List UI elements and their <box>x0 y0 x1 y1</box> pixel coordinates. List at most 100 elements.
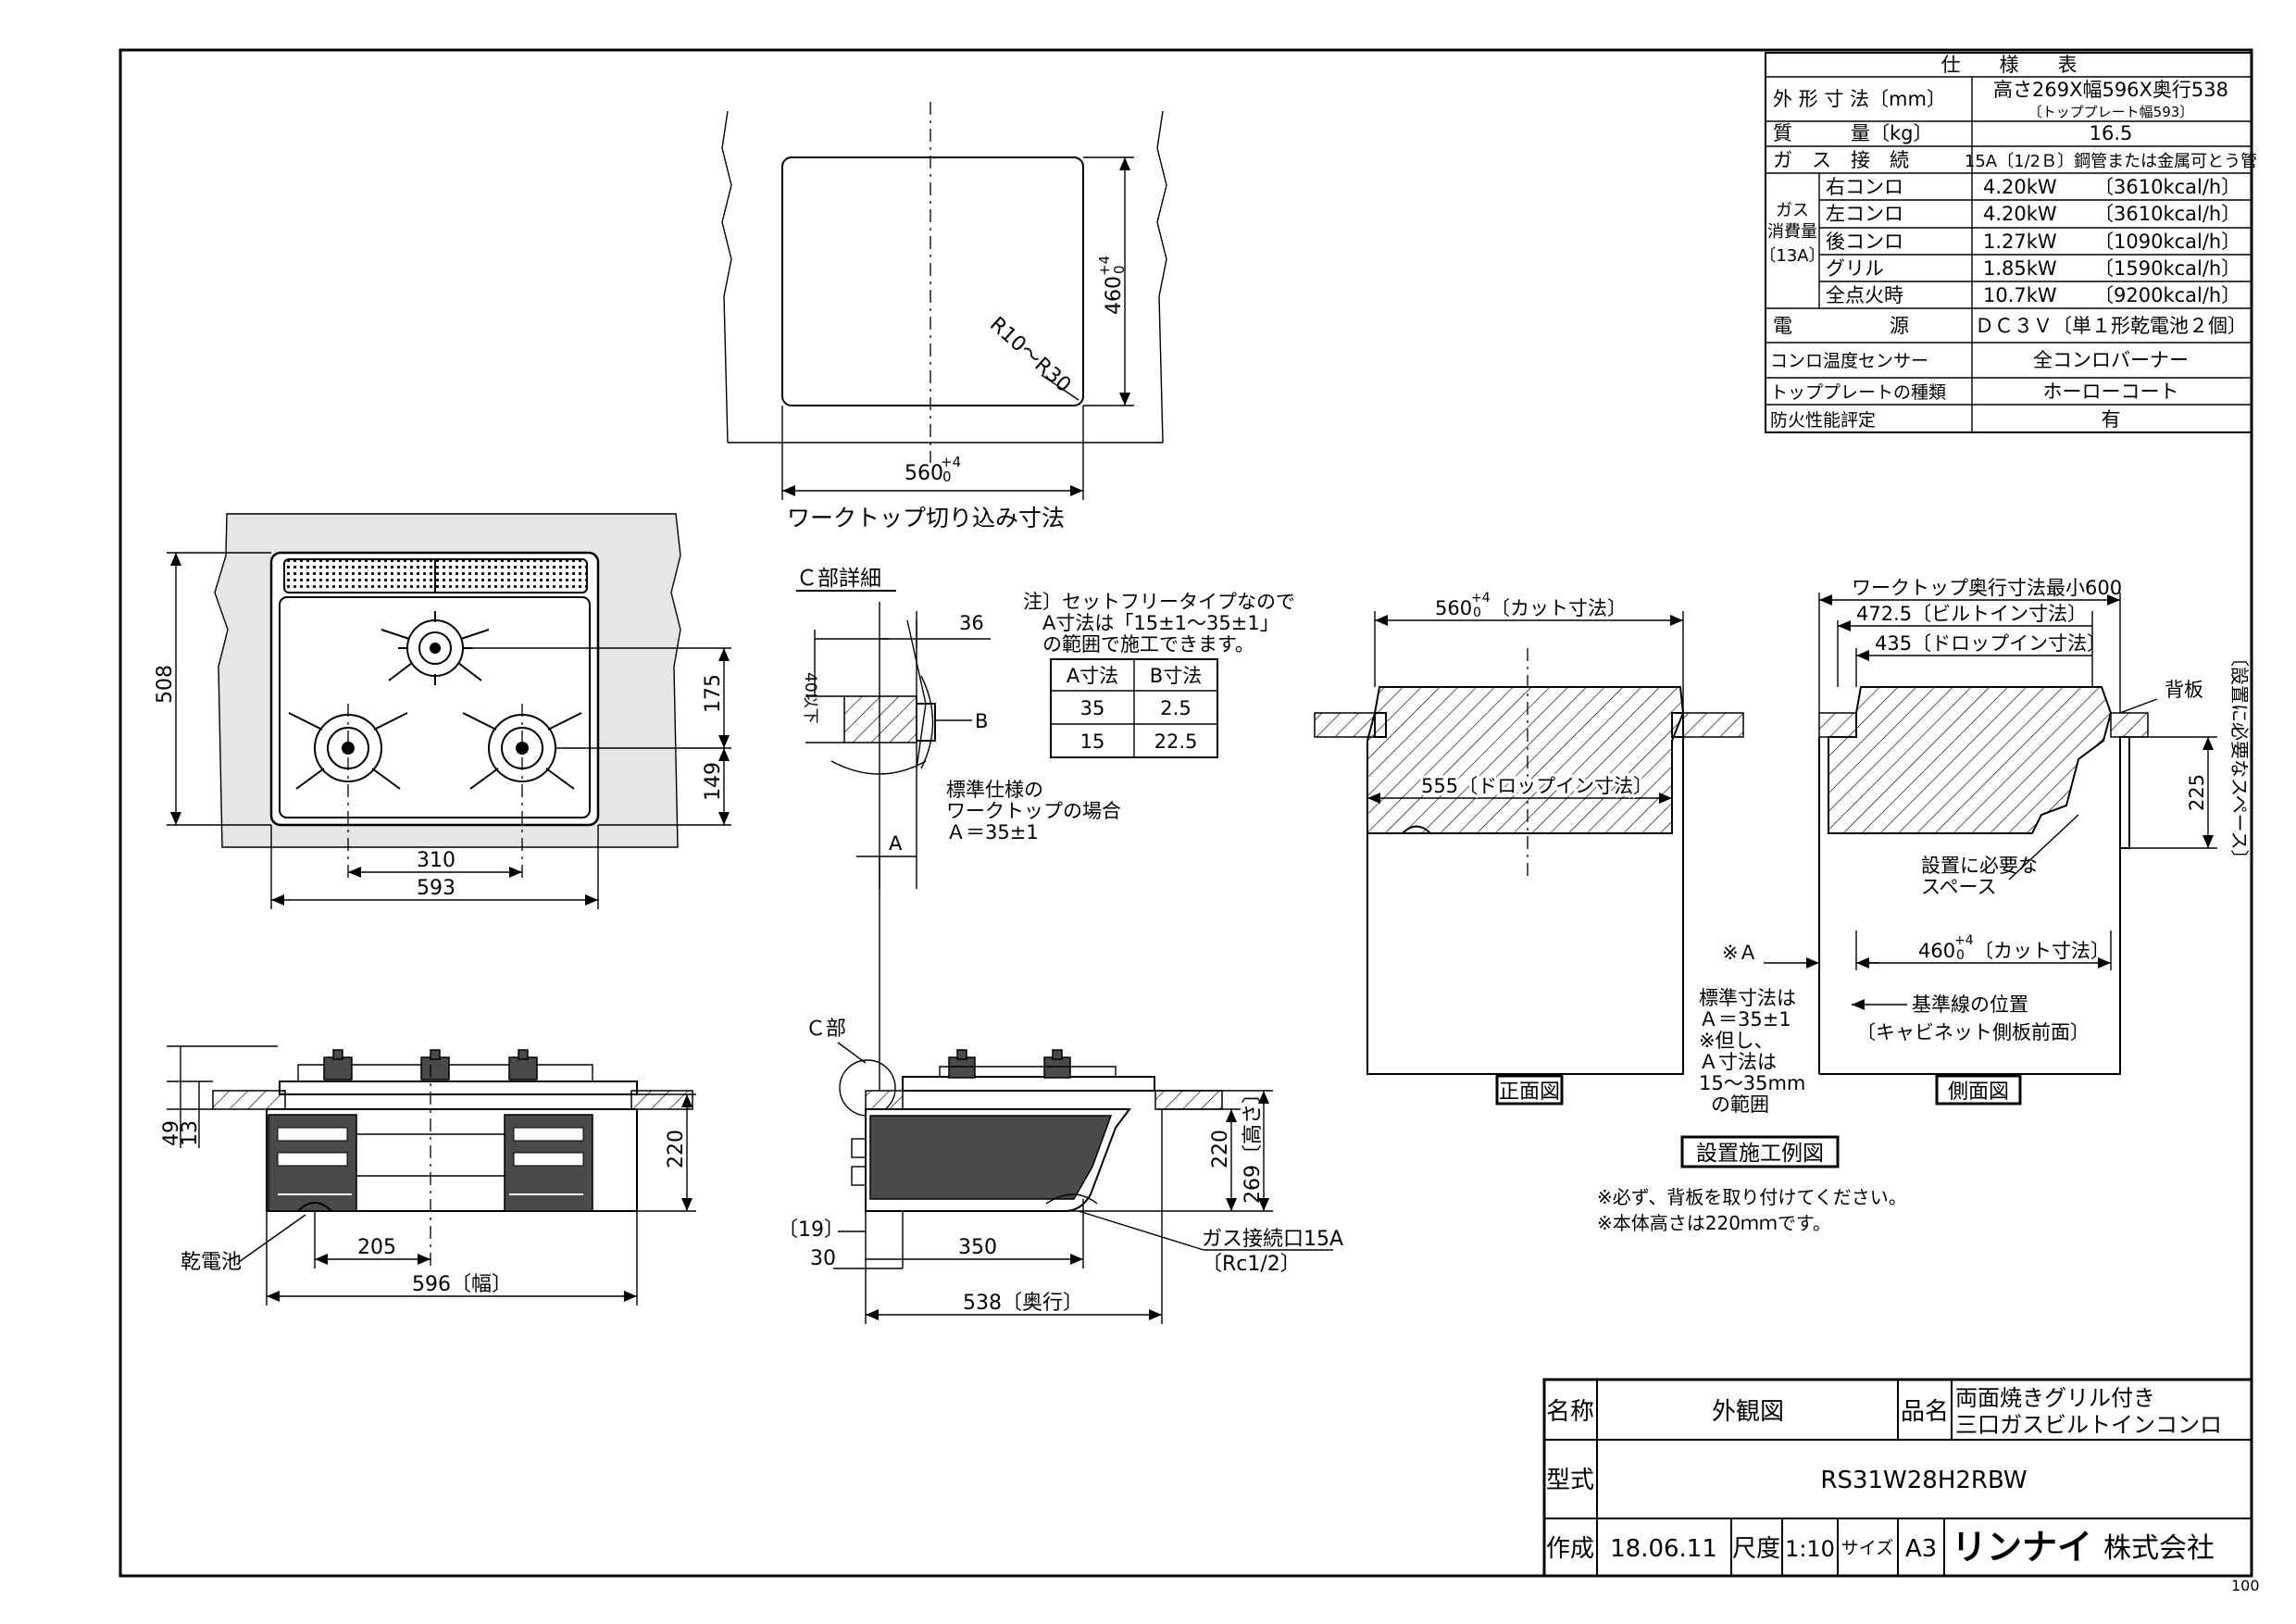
title-made-label: 作成 <box>1546 1535 1594 1563</box>
svg-text:標準仕様の: 標準仕様の <box>946 779 1043 801</box>
svg-text:ワークトップの場合: ワークトップの場合 <box>946 800 1121 822</box>
front-dim-49: 49 <box>160 1120 183 1146</box>
knob <box>948 1049 976 1079</box>
install-side-space-note: 〔設置に必要なスペース〕 <box>2228 648 2251 868</box>
svg-text:Ａ＝35±1: Ａ＝35±1 <box>1699 1008 1791 1031</box>
page-number: 100 <box>2231 1577 2260 1594</box>
title-name-value: 外観図 <box>1712 1398 1784 1426</box>
svg-text:0: 0 <box>1111 265 1128 274</box>
title-name-label: 名称 <box>1546 1398 1594 1426</box>
top-dim-175: 175 <box>702 674 725 713</box>
front-dim-13: 13 <box>179 1120 202 1146</box>
detail-dim-36: 36 <box>959 612 984 634</box>
install-front-label: 正面図 <box>1499 1081 1560 1104</box>
svg-text:0: 0 <box>1956 948 1965 963</box>
side-c-label: Ｃ部 <box>805 1018 846 1041</box>
title-product-line2: 三口ガスビルトインコンロ <box>1955 1412 2222 1438</box>
svg-text:の範囲で施工できます。: の範囲で施工できます。 <box>1023 633 1254 656</box>
side-view-small: Ｃ部 〔19〕 30 350 538〔奥行〕 22 <box>778 1018 1343 1324</box>
svg-text:10.7kW: 10.7kW <box>1983 284 2057 306</box>
svg-text:〔1590kcal/h〕: 〔1590kcal/h〕 <box>2094 257 2240 280</box>
note-backboard: ※必ず、背板を取り付けてください。 <box>1597 1186 1907 1208</box>
svg-text:左コンロ: 左コンロ <box>1826 203 1903 225</box>
install-front-dim-dropin: 555〔ドロップイン寸法〕 <box>1421 775 1653 797</box>
detail-c-title: Ｃ部詳細 <box>796 567 881 591</box>
spec-label-topplate: トッププレートの種類 <box>1770 382 1946 403</box>
mark-a: ※Ａ <box>1722 942 1758 964</box>
install-side-dim-cut: 460 <box>1918 940 1955 962</box>
svg-text:グリル: グリル <box>1826 257 1884 280</box>
company-suffix: 株式会社 <box>2103 1532 2215 1565</box>
gas-row: グリル 1.85kW 〔1590kcal/h〕 <box>1826 257 2240 280</box>
svg-text:全点火時: 全点火時 <box>1826 284 1903 306</box>
svg-text:右コンロ: 右コンロ <box>1826 176 1903 198</box>
knob <box>323 1049 353 1081</box>
svg-text:標準寸法は: 標準寸法は <box>1699 987 1796 1009</box>
std-note: 標準寸法は Ａ＝35±1 ※但し、 Ａ寸法は 15～35mm の範囲 <box>1699 987 1805 1116</box>
front-dim-205: 205 <box>357 1236 396 1259</box>
gas-row: 左コンロ 4.20kW 〔3610kcal/h〕 <box>1826 203 2240 225</box>
knob <box>420 1049 450 1081</box>
top-dim-310: 310 <box>417 849 455 872</box>
title-block: 名称 外観図 品名 両面焼きグリル付き 三口ガスビルトインコンロ 型式 RS31… <box>1542 1378 2253 1578</box>
svg-text:Ａ＝35±1: Ａ＝35±1 <box>946 821 1039 843</box>
svg-text:2.5: 2.5 <box>1160 697 1191 719</box>
install-side-label: 側面図 <box>1948 1081 2009 1104</box>
svg-text:〔Rc1/2〕: 〔Rc1/2〕 <box>1202 1253 1301 1276</box>
title-model-label: 型式 <box>1546 1467 1594 1494</box>
svg-text:設置に必要な: 設置に必要な <box>1921 855 2038 877</box>
side-dim-30: 30 <box>810 1247 836 1270</box>
svg-text:Ａ寸法は: Ａ寸法は <box>1699 1051 1777 1073</box>
svg-text:22.5: 22.5 <box>1154 731 1198 753</box>
svg-text:35: 35 <box>1080 697 1105 719</box>
spec-label-sensor: コンロ温度センサー <box>1770 351 1928 371</box>
spec-value-topplate: ホーローコート <box>2043 381 2179 403</box>
install-side-dim-builtin: 472.5〔ビルトイン寸法〕 <box>1856 603 2087 625</box>
title-model-value: RS31W28H2RBW <box>1820 1467 2027 1494</box>
install-front-dim-cut: 560 <box>1435 597 1472 619</box>
burner-rear <box>381 611 490 685</box>
side-dim-269: 269〔高さ〕 <box>1242 1083 1265 1204</box>
title-product-line1: 両面焼きグリル付き <box>1955 1385 2155 1411</box>
battery-label: 乾電池 <box>181 1251 242 1274</box>
cutout-depth-dim: 460 <box>1103 276 1126 315</box>
detail-c: Ｃ部詳細 40以下 36 B A 注〕セットフリータイプなので A寸法は「15±… <box>796 567 1295 1091</box>
spec-label-dimensions: 外 形 寸 法〔mm〕 <box>1773 88 1946 110</box>
side-dim-220: 220 <box>1209 1130 1232 1168</box>
svg-text:A寸法: A寸法 <box>1067 665 1118 687</box>
title-scale-label: 尺度 <box>1732 1535 1780 1563</box>
gas-row: 後コンロ 1.27kW 〔1090kcal/h〕 <box>1826 231 2240 253</box>
svg-text:〔キャビネット側板前面〕: 〔キャビネット側板前面〕 <box>1856 1021 2090 1043</box>
svg-text:1.27kW: 1.27kW <box>1983 231 2057 253</box>
svg-text:0: 0 <box>942 468 952 485</box>
svg-text:〔3610kcal/h〕: 〔3610kcal/h〕 <box>2094 203 2240 225</box>
detail-dim-40: 40以下 <box>801 672 819 724</box>
cooktop-top-plate <box>269 551 600 827</box>
spec-value-dimensions: 高さ269X幅596X奥行538 <box>1993 79 2228 101</box>
spec-label-fire: 防火性能評定 <box>1770 410 1876 431</box>
svg-text:0: 0 <box>1473 606 1481 620</box>
svg-text:4.20kW: 4.20kW <box>1983 203 2057 225</box>
svg-text:+4: +4 <box>941 454 961 470</box>
cutout-width-dim: 560 <box>905 462 943 485</box>
spec-table: 仕 様 表 外 形 寸 法〔mm〕 高さ269X幅596X奥行538 〔トッププ… <box>1759 52 2257 433</box>
svg-text:15～35mm: 15～35mm <box>1699 1072 1805 1094</box>
front-install-body <box>1366 686 1685 834</box>
spec-gas-group-1: ガス <box>1776 201 1809 220</box>
side-dim-19: 〔19〕 <box>778 1218 844 1242</box>
spec-gas-group-3: 〔13A〕 <box>1759 246 1825 266</box>
back-panel-label: 背板 <box>2165 679 2203 701</box>
title-date: 18.06.11 <box>1610 1535 1717 1563</box>
svg-text:基準線の位置: 基準線の位置 <box>1912 993 2028 1016</box>
title-scale: 1:10 <box>1785 1536 1835 1562</box>
spec-note-dimensions: 〔トッププレート幅593〕 <box>2028 104 2194 120</box>
svg-text:〔カット寸法〕: 〔カット寸法〕 <box>1491 597 1627 619</box>
install-front-view: 560 +4 0 〔カット寸法〕 555〔ドロップイン寸法〕 正面図 <box>1314 591 1744 1106</box>
svg-text:〔1090kcal/h〕: 〔1090kcal/h〕 <box>2094 231 2240 253</box>
svg-text:※但し、: ※但し、 <box>1699 1030 1774 1052</box>
cutout-caption: ワークトップ切り込み寸法 <box>787 505 1065 531</box>
cutout-opening <box>781 156 1084 406</box>
title-size-label: サイズ <box>1841 1538 1893 1558</box>
install-side-dim-225: 225 <box>2186 774 2208 811</box>
